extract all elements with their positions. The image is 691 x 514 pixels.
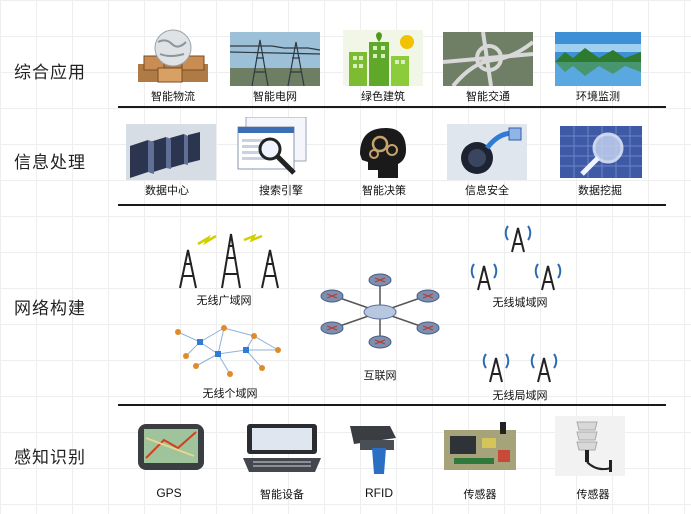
caption-sensor-2: 传感器 [576,488,610,501]
caption-wireless-lan: 无线局域网 [492,389,548,402]
row-separator-1 [118,106,666,108]
brain-gears-icon [350,124,440,180]
caption-data-mining: 数据挖掘 [578,184,622,197]
caption-gps: GPS [156,486,182,500]
row-label-sensing: 感知识别 [14,448,86,468]
caption-smart-grid: 智能电网 [253,90,297,103]
caption-information-security: 信息安全 [465,184,509,197]
data-magnifier-icon [560,126,650,182]
caption-smart-transport: 智能交通 [466,90,510,103]
green-building-icon [343,30,433,86]
smart-device-keyboard-icon [243,420,323,476]
rfid-scanner-icon [346,420,412,476]
power-grid-tower-icon [230,32,320,88]
server-racks-icon [126,124,216,180]
row-label-processing: 信息处理 [14,153,86,173]
row-label-network: 网络构建 [14,299,86,319]
sensor-board-icon [440,420,520,476]
caption-data-center: 数据中心 [145,184,189,197]
globe-with-boxes-icon [128,28,218,84]
caption-smart-decision: 智能决策 [362,184,406,197]
row-separator-3 [118,404,666,406]
network-cable-lock-icon [447,124,537,180]
caption-search-engine: 搜索引擎 [259,184,303,197]
metro-antennas-icon [462,216,574,292]
gps-device-icon [134,418,210,476]
cell-towers-icon [168,226,290,290]
lake-landscape-icon [555,32,645,88]
personal-area-network-icon [166,316,290,382]
caption-sensor-1: 传感器 [463,488,497,501]
caption-environment-monitoring: 环境监测 [576,90,620,103]
caption-rfid: RFID [365,486,393,500]
highway-interchange-icon [443,32,533,88]
sensor-probe-icon [555,416,625,476]
caption-wireless-wan: 无线广域网 [196,294,252,307]
router-network-icon [318,270,442,350]
row-separator-2 [118,204,666,206]
wifi-antennas-icon [478,328,568,384]
caption-wireless-man: 无线城域网 [492,296,548,309]
row-label-application: 综合应用 [14,63,86,83]
caption-green-building: 绿色建筑 [361,90,405,103]
caption-smart-device: 智能设备 [260,488,304,501]
caption-internet: 互联网 [363,369,397,382]
search-engine-magnifier-icon [236,117,326,175]
caption-smart-logistics: 智能物流 [151,90,195,103]
caption-wireless-pan: 无线个域网 [202,387,258,400]
